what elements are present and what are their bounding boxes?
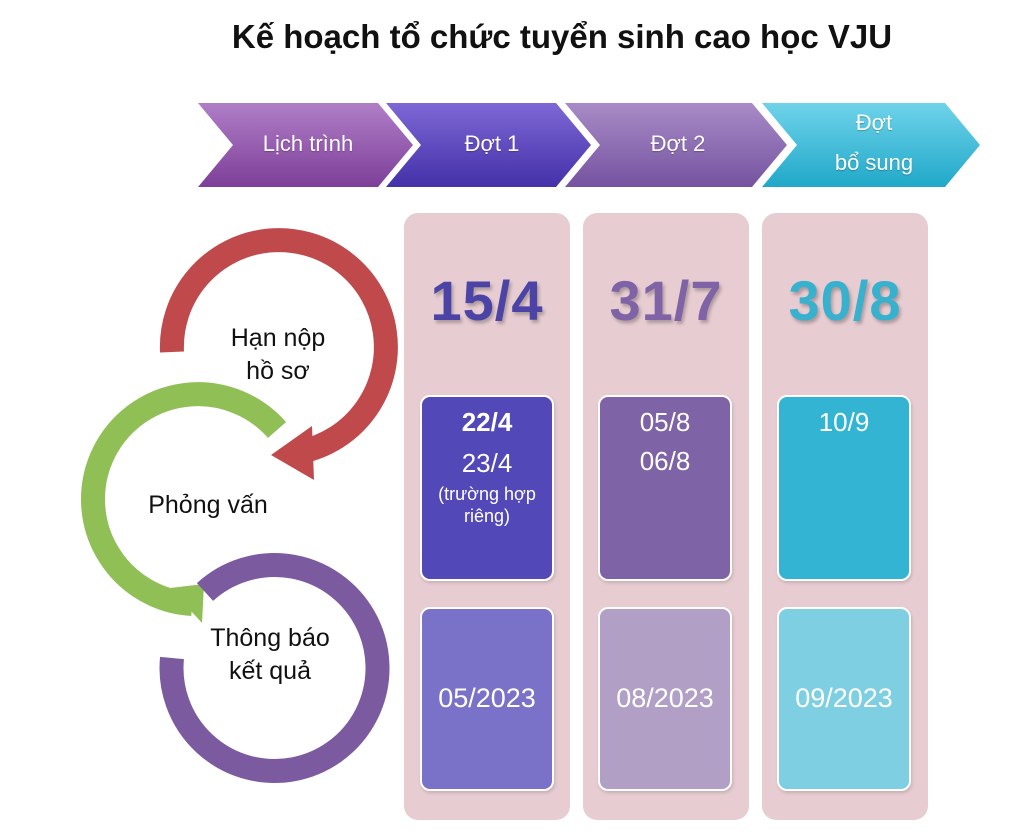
- chevron-schedule: [198, 103, 413, 187]
- deadline-arrow-head: [271, 426, 314, 480]
- round-2-result-box: 08/2023: [598, 607, 732, 791]
- round-2-interview-date-2: 06/8: [639, 446, 691, 476]
- supplementary-result-month: 09/2023: [795, 683, 893, 713]
- step-result-line2: kết quả: [228, 657, 311, 685]
- round-2-interview-box: 05/8 06/8: [598, 395, 732, 581]
- round-2-interview-date-1: 05/8: [639, 407, 691, 437]
- chevron-supplementary-line2: bổ sung: [834, 150, 914, 175]
- supplementary-deadline: 30/8: [788, 269, 902, 332]
- round-1-interview-box: 22/4 23/4 (trường hợp riêng): [420, 395, 554, 581]
- round-1-interview-note-2: riêng): [463, 506, 511, 526]
- round-2-deadline: 31/7: [609, 269, 723, 332]
- page-title: Kế hoạch tổ chức tuyển sinh cao học VJU: [231, 18, 893, 55]
- chevron-supplementary-label: Đợt bổ sung: [794, 103, 954, 183]
- result-cycle-arrow: [159, 553, 390, 783]
- supplementary-interview-box: 10/9: [777, 395, 911, 581]
- round-2-result-month: 08/2023: [616, 683, 714, 713]
- interview-cycle-arrow: [81, 382, 287, 616]
- chevron-round-2: [565, 103, 787, 187]
- round-1-interview-note-1: (trường hợp: [438, 484, 536, 504]
- step-interview-label: Phỏng vấn: [128, 489, 288, 522]
- deadline-cycle-arrow: [159, 228, 398, 464]
- chevron-supplementary: [762, 103, 980, 187]
- round-1-interview-date-1: 22/4: [461, 407, 513, 437]
- step-interview-line1: Phỏng vấn: [148, 491, 268, 519]
- step-result-label: Thông báo kết quả: [190, 622, 350, 688]
- chevron-round-1-label: Đợt 1: [464, 131, 520, 156]
- round-1-result-box: 05/2023: [420, 607, 554, 791]
- step-deadline-line1: Hạn nộp: [230, 324, 326, 352]
- round-1-interview-date-2: 23/4: [461, 448, 513, 478]
- chevron-supplementary-line1: Đợt: [855, 110, 893, 135]
- step-deadline-line2: hồ sơ: [246, 357, 310, 385]
- round-1-result-month: 05/2023: [438, 683, 536, 713]
- chevron-round-2-label: Đợt 2: [650, 131, 706, 156]
- interview-arrow-head: [170, 584, 204, 623]
- round-1-deadline: 15/4: [430, 269, 544, 332]
- supplementary-interview-date-1: 10/9: [818, 407, 870, 437]
- chevron-schedule-label: Lịch trình: [262, 131, 354, 156]
- supplementary-result-box: 09/2023: [777, 607, 911, 791]
- step-deadline-label: Hạn nộp hồ sơ: [198, 322, 358, 388]
- step-result-line1: Thông báo: [210, 624, 330, 652]
- chevron-round-1: [386, 103, 591, 187]
